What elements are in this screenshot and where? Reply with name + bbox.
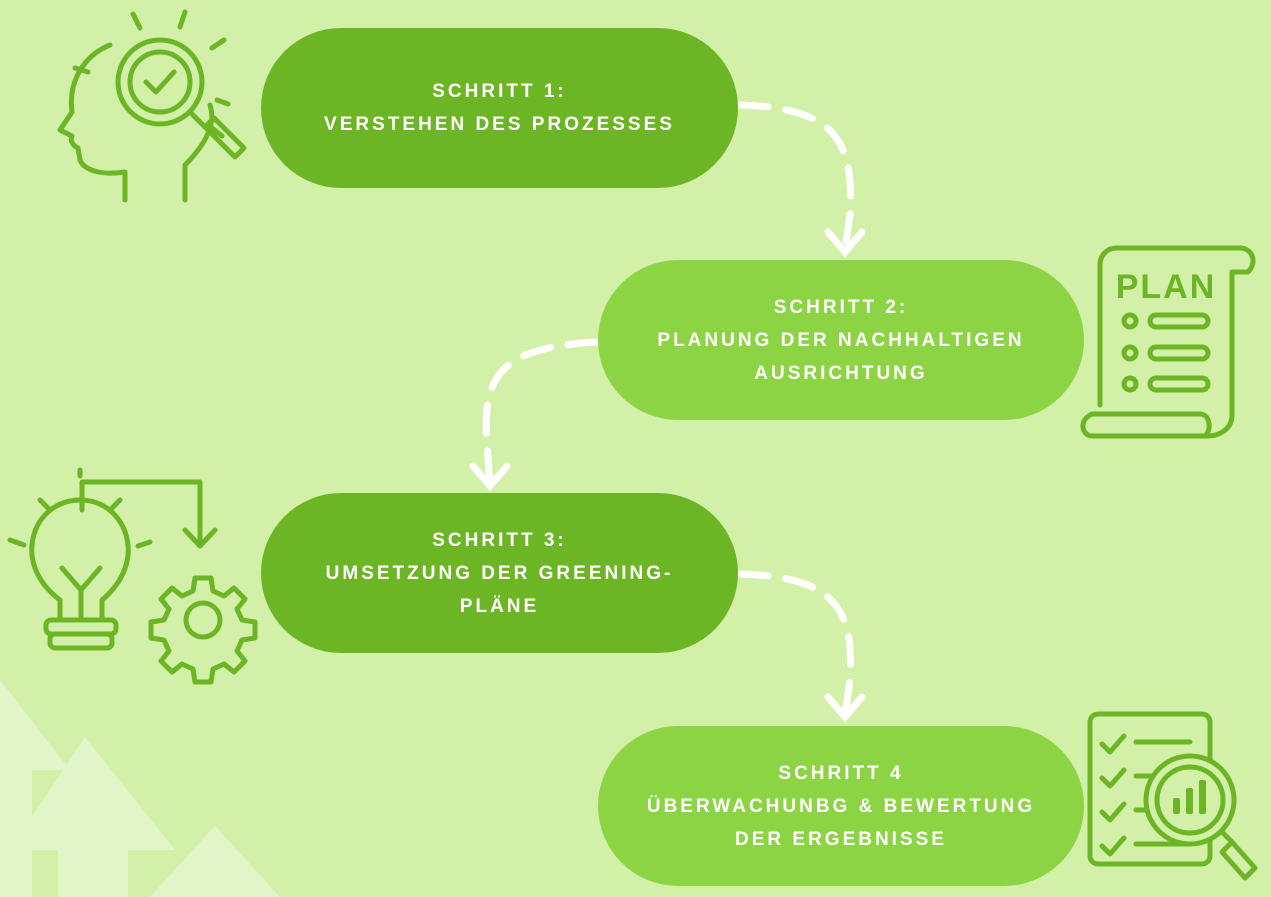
step-1-title: SCHRITT 1:: [432, 81, 567, 102]
connector-1-2: [736, 101, 855, 254]
plan-label: PLAN: [1116, 268, 1217, 306]
deco-triangle-2: [10, 737, 175, 850]
connector-2-3: [482, 338, 600, 489]
deco-triangle-1: [0, 680, 70, 770]
connector-arrowhead-1: [824, 228, 866, 258]
deco-arrow-stem-2: [58, 850, 128, 897]
step-2-line-3: AUSRICHTUNG: [754, 362, 928, 384]
step-2-pill: SCHRITT 2: PLANUNG DER NACHHALTIGEN AUSR…: [598, 260, 1084, 420]
step-3-title: SCHRITT 3:: [432, 529, 567, 551]
step-2-line-2: PLANUNG DER NACHHALTIGEN: [657, 329, 1025, 351]
step-4-line-3: DER ERGEBNISSE: [735, 828, 947, 850]
step-4-pill: SCHRITT 4 ÜBERWACHUNBG & BEWERTUNG DER E…: [598, 726, 1084, 886]
connector-arrowhead-3: [824, 693, 866, 723]
deco-triangle-3: [150, 826, 280, 897]
step-2-title: SCHRITT 2:: [773, 296, 909, 318]
connector-arrowhead-2: [469, 462, 511, 492]
step-1-pill: SCHRITT 1: VERSTEHEN DES PROZESSES: [261, 28, 738, 188]
step-4-line-2: ÜBERWACHUNBG & BEWERTUNG: [646, 795, 1036, 817]
step-4-title: SCHRITT 4: [778, 762, 904, 784]
step-3-line-3: PLÄNE: [459, 595, 540, 617]
step-3-line-2: UMSETZUNG DER GREENING-: [325, 562, 674, 584]
connector-3-4: [736, 570, 855, 719]
step-1-line-2: VERSTEHEN DES PROZESSES: [324, 114, 675, 135]
step-3-pill: SCHRITT 3: UMSETZUNG DER GREENING- PLÄNE: [261, 493, 738, 653]
